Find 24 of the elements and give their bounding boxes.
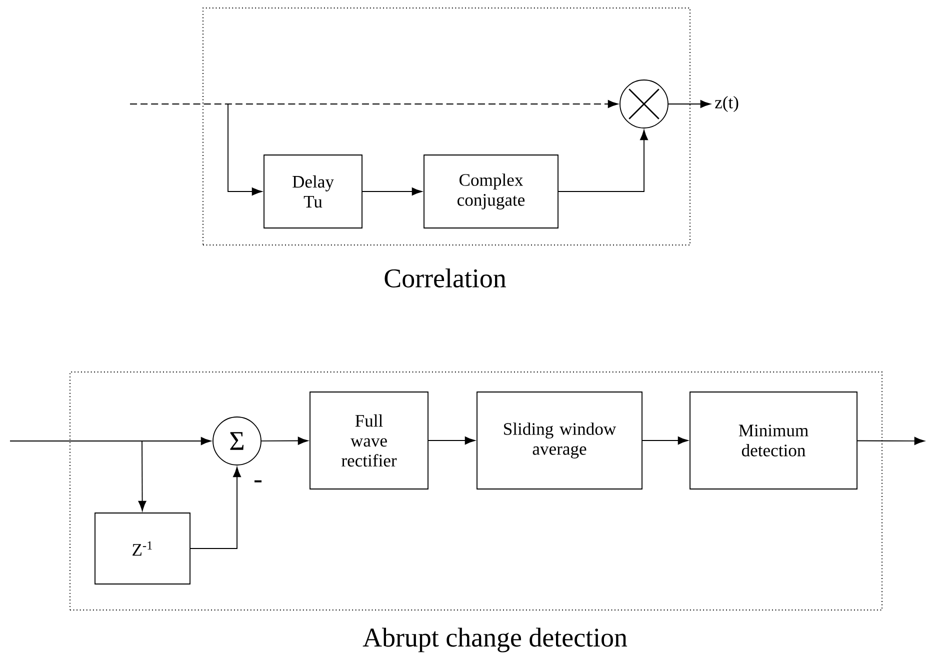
process-box: Complex conjugate xyxy=(424,154,558,228)
arrow xyxy=(362,188,422,196)
multiplier-circle xyxy=(620,80,668,128)
group-label: Abrupt change detection xyxy=(362,628,628,652)
process-box: Delay Tu xyxy=(264,154,362,228)
summing-junction: Σ xyxy=(212,416,262,466)
arrow xyxy=(261,436,308,445)
process-box: Full wave rectifier xyxy=(310,392,428,490)
process-box: Z$^{-1}$ xyxy=(94,512,190,584)
arrow xyxy=(642,436,688,444)
arrow xyxy=(668,100,711,108)
group-label: Correlation xyxy=(384,268,506,288)
arrow xyxy=(857,436,925,445)
process-box: Minimum detection xyxy=(690,392,858,490)
process-box: Sliding window average xyxy=(476,392,642,490)
arrow xyxy=(228,104,262,196)
edge-label: - xyxy=(252,479,264,489)
arrow xyxy=(558,130,648,192)
arrow xyxy=(130,100,618,108)
arrow xyxy=(428,436,476,444)
arrow xyxy=(190,466,241,549)
arrow xyxy=(10,437,212,445)
output-label: z(t) xyxy=(715,96,738,112)
arrow xyxy=(138,440,146,512)
